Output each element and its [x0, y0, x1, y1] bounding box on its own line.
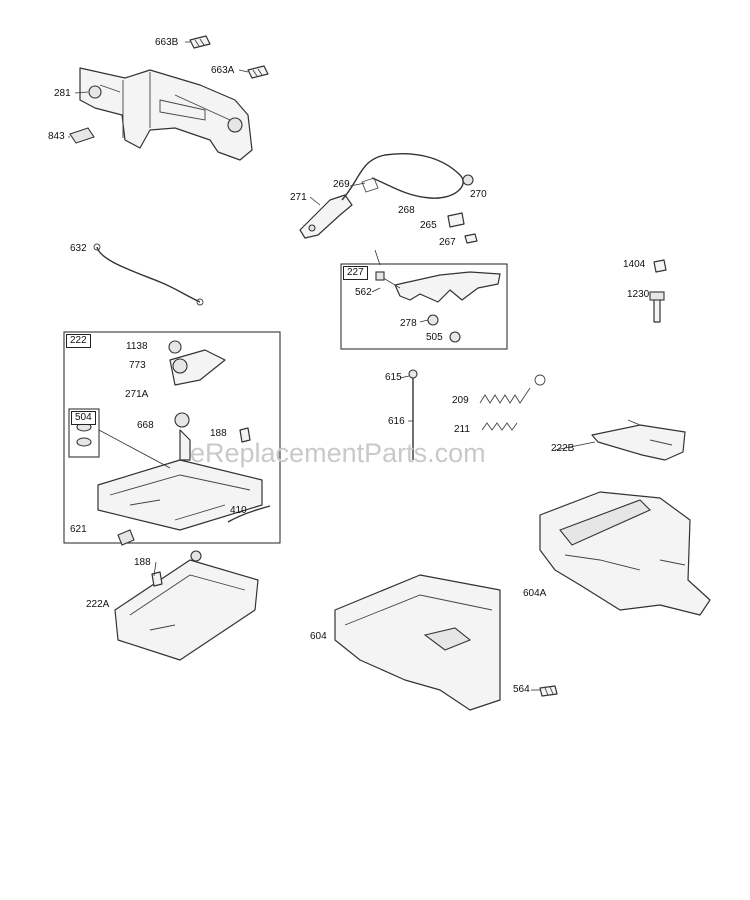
part-label-1404: 1404: [623, 259, 646, 270]
part-label-410: 410: [230, 505, 247, 516]
part-label-604A: 604A: [523, 588, 547, 599]
part-label-222B: 222B: [551, 443, 575, 454]
spring-part: [479, 374, 546, 404]
group-tag-222: 222: [66, 334, 91, 348]
pin-part: [408, 369, 418, 460]
part-label-211: 211: [454, 424, 470, 435]
part-label-663B: 663B: [155, 37, 179, 48]
part-label-267: 267: [439, 237, 456, 248]
part-label-209: 209: [452, 395, 469, 406]
spring-part: [481, 422, 518, 431]
group-tag-504: 504: [71, 411, 96, 425]
governor-lever-part: [375, 271, 501, 343]
screw-part: [189, 35, 211, 49]
leader-lines: [68, 41, 596, 691]
part-label-773: 773: [129, 360, 146, 371]
part-label-562: 562: [355, 287, 372, 298]
control-plate-part: [76, 340, 271, 546]
part-label-615: 615: [385, 372, 402, 383]
control-bracket-part: [79, 67, 253, 161]
throttle-cable-part: [299, 153, 474, 239]
screw-part: [247, 65, 269, 79]
part-label-564: 564: [513, 684, 530, 695]
group-tag-227: 227: [343, 266, 368, 280]
part-label-663A: 663A: [211, 65, 235, 76]
part-label-265: 265: [420, 220, 437, 231]
group-box-227: [340, 263, 508, 350]
part-label-1230: 1230: [627, 289, 650, 300]
group-box-504: [68, 408, 100, 458]
part-label-843: 843: [48, 131, 65, 142]
part-label-616: 616: [388, 416, 405, 427]
part-label-188-bottom: 188: [134, 557, 151, 568]
engine-cover-part: [334, 574, 501, 711]
part-label-632: 632: [70, 243, 87, 254]
control-plate-part: [114, 550, 259, 661]
part-label-222A: 222A: [86, 599, 110, 610]
link-rod-part: [93, 243, 204, 306]
part-label-281: 281: [54, 88, 71, 99]
part-label-268: 268: [398, 205, 415, 216]
screw-part: [539, 685, 558, 697]
bracket-part: [591, 419, 686, 461]
watermark: eReplacementParts.com: [190, 438, 486, 468]
nut-part: [653, 259, 667, 273]
part-label-668: 668: [137, 420, 154, 431]
part-label-604: 604: [310, 631, 327, 642]
part-label-271: 271: [290, 192, 307, 203]
part-label-621: 621: [70, 524, 87, 535]
part-label-270: 270: [470, 189, 487, 200]
pad-part: [69, 127, 95, 144]
part-label-188-top: 188: [210, 428, 227, 439]
clip-part: [447, 212, 465, 228]
part-label-505: 505: [426, 332, 443, 343]
part-label-269: 269: [333, 179, 350, 190]
blower-housing-part: [539, 491, 711, 616]
screw-part: [464, 233, 478, 244]
part-label-1138: 1138: [126, 341, 148, 352]
shaft-part: [649, 291, 665, 323]
part-label-271A: 271A: [125, 389, 149, 400]
group-box-222: [63, 331, 281, 544]
part-label-278: 278: [400, 318, 417, 329]
